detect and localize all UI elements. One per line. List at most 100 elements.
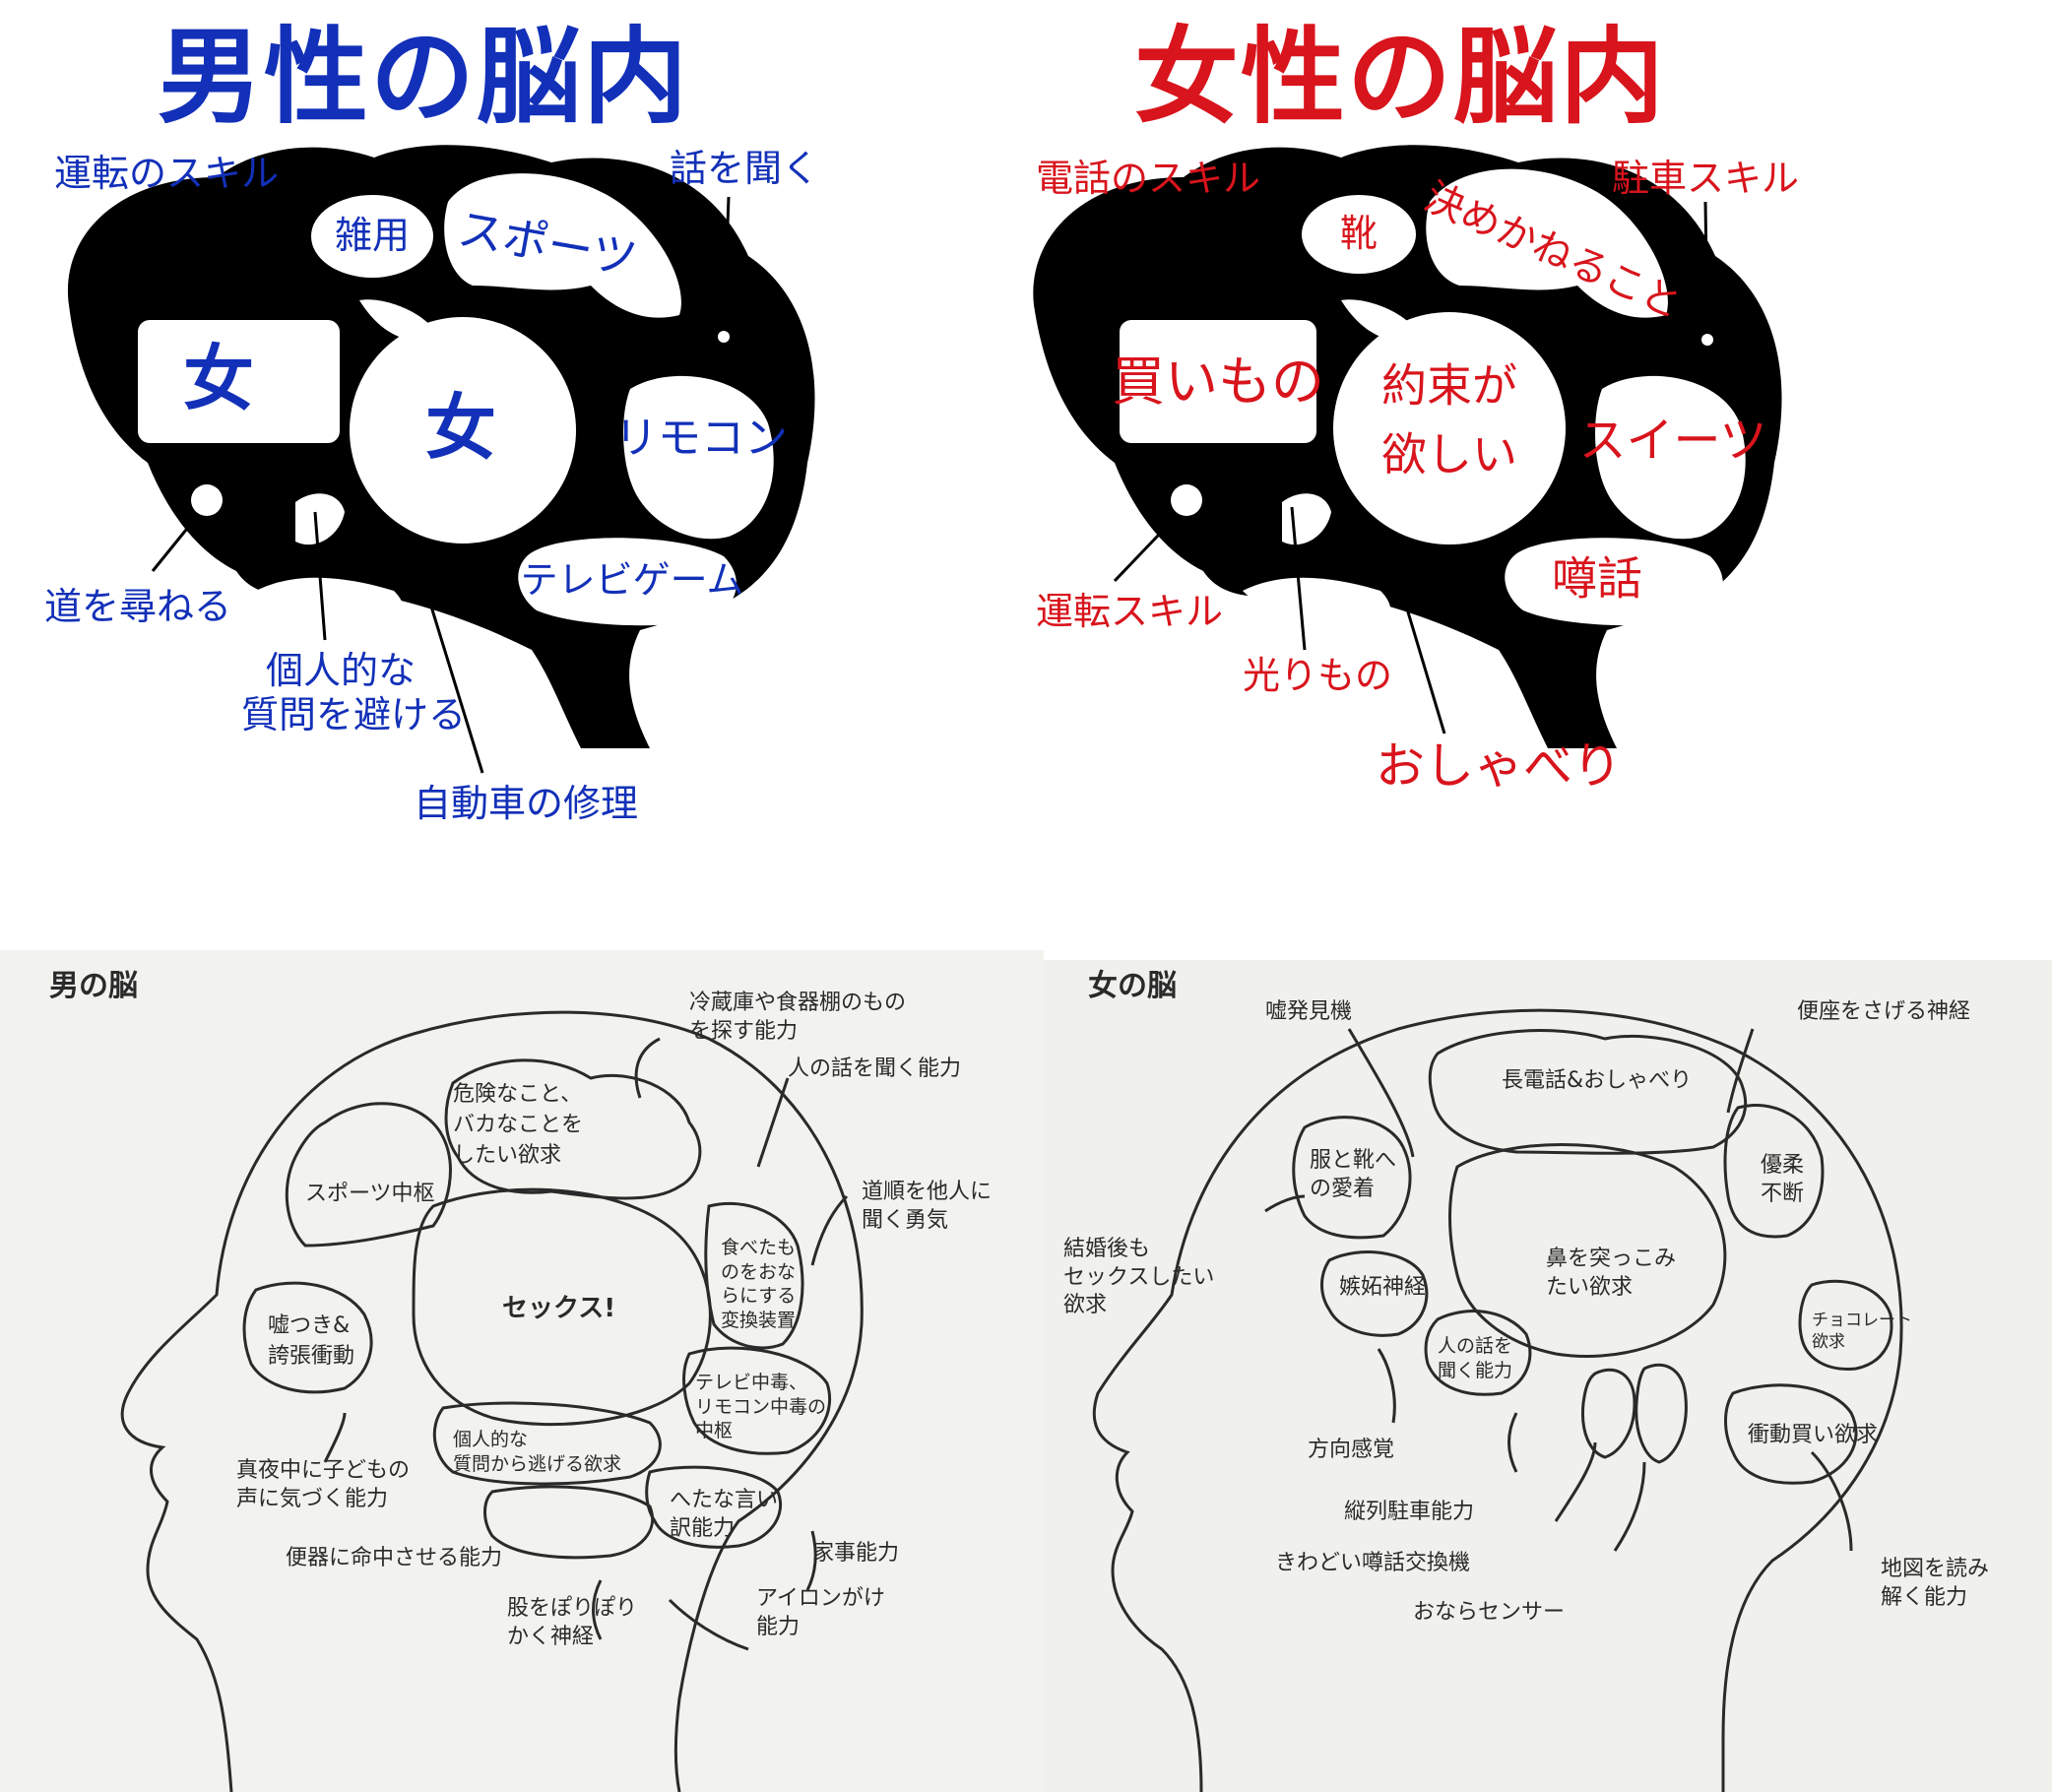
man-ironing-callout-line2: 能力	[756, 1614, 801, 1639]
female-brain-panel: 女性の脳内 買いもの 約束が 欲しい 靴 決めかねること スイーツ 噂話 電話の…	[1026, 0, 2052, 906]
man-excuses-label: へたな言い 訳能力	[670, 1487, 778, 1543]
female-parking-dot	[1701, 334, 1713, 346]
man-ask-way-callout: 道順を他人に 聞く勇気	[862, 1179, 992, 1235]
male-stem-region	[256, 577, 405, 635]
man-tv-label-line1: テレビ中毒、	[695, 1372, 808, 1393]
woman-jealousy-region	[1320, 1250, 1429, 1337]
male-listen-pointer	[722, 196, 731, 332]
woman-indecisive-label-line2: 不断	[1761, 1181, 1805, 1206]
male-remote-region	[623, 375, 774, 540]
woman-impulse-region	[1724, 1383, 1858, 1485]
man-night-arrow	[323, 1412, 347, 1463]
woman-seat-arrow	[1726, 1028, 1755, 1114]
woman-impulse-label: 衝動買い欲求	[1748, 1423, 1879, 1447]
man-lying-label-line2: 誇張衝動	[268, 1343, 355, 1369]
female-stem-region	[1243, 577, 1391, 635]
man-scratch-callout: 股をぽりぽり かく神経	[507, 1595, 637, 1651]
female-driving-callout: 運転スキル	[1036, 590, 1224, 633]
man-fridge-callout-line2: を探す能力	[689, 1018, 799, 1044]
man-lying-region	[242, 1281, 373, 1394]
male-chores-region	[311, 195, 433, 278]
female-parking-callout: 駐車スキル	[1612, 157, 1800, 200]
man-ask-way-callout-line2: 聞く勇気	[862, 1207, 949, 1233]
woman-long-call-label: 長電話&おしゃべり	[1502, 1068, 1693, 1093]
man-ask-way-arrow	[810, 1194, 849, 1266]
woman-listen-region	[1424, 1310, 1532, 1396]
male-driving-callout: 運転のスキル	[54, 152, 280, 195]
woman-gossip-callout: きわどい噂話交換機	[1275, 1551, 1471, 1575]
male-personal-pointer	[313, 511, 327, 641]
woman-parallel-arrow	[1507, 1412, 1518, 1473]
woman-indecisive-region	[1723, 1103, 1825, 1239]
female-gossip-region	[1505, 538, 1723, 626]
man-avoid-label: 個人的な 質問から逃げる欲求	[453, 1428, 621, 1476]
female-gossip-label: 噂話	[1552, 551, 1642, 606]
male-personal-callout-line1: 個人的な	[266, 649, 417, 692]
woman-meddle-region	[1448, 1143, 1727, 1358]
female-phone-callout: 電話のスキル	[1036, 157, 1261, 200]
man-danger-label-line2: バカなことを	[453, 1112, 584, 1137]
man-danger-region	[444, 1058, 702, 1200]
woman-sketch-illustration	[1092, 1008, 1903, 1792]
woman-married-arrow	[1264, 1194, 1306, 1213]
male-directions-pointer	[151, 513, 201, 572]
man-sports-region	[285, 1102, 452, 1248]
man-ask-way-callout-line1: 道順を他人に	[862, 1180, 993, 1204]
man-danger-label-line3: したい欲求	[453, 1142, 562, 1168]
female-indecision-region	[1426, 168, 1668, 318]
woman-clothes-label-line1: 服と靴へ	[1310, 1148, 1397, 1173]
woman-direction-arrow	[1377, 1348, 1396, 1424]
woman-married-callout-line2: セックスしたい	[1063, 1264, 1215, 1290]
man-avoid-label-line2: 質問から逃げる欲求	[453, 1452, 622, 1475]
man-scratch-arrow	[592, 1579, 603, 1640]
male-woman-box	[138, 320, 340, 443]
man-sports-label: スポーツ中枢	[305, 1182, 435, 1206]
woman-meddle-label-line1: 鼻を突っこみ	[1546, 1247, 1677, 1271]
man-night-callout-line2: 声に気づく能力	[236, 1486, 389, 1511]
man-fridge-callout-line1: 冷蔵庫や食器棚のもの	[689, 991, 907, 1015]
man-sketch-heading: 男の脳	[49, 969, 138, 1003]
man-avoid-region	[432, 1401, 662, 1486]
man-tv-label-line3: 中枢	[695, 1420, 734, 1442]
female-eye-region	[1171, 484, 1202, 516]
woman-indecisive-label: 優柔 不断	[1761, 1152, 1804, 1208]
male-brain-title: 男性の脳内	[158, 17, 689, 138]
woman-chocolate-region	[1798, 1279, 1893, 1371]
man-food-region	[704, 1201, 804, 1350]
female-chatter-callout: おしゃべり	[1376, 737, 1622, 795]
woman-listen-label: 人の話を 聞く能力	[1438, 1334, 1512, 1382]
male-videogame-region	[518, 538, 737, 626]
female-promise-circle	[1333, 312, 1566, 544]
woman-listen-label-line2: 聞く能力	[1438, 1359, 1513, 1381]
woman-chocolate-label-line1: チョコレート	[1812, 1311, 1912, 1330]
female-parking-pointer	[1703, 201, 1709, 335]
man-fridge-callout: 冷蔵庫や食器棚のもの を探す能力	[689, 990, 906, 1046]
woman-chocolate-label-line2: 欲求	[1812, 1332, 1845, 1353]
man-excuses-label-line2: 訳能力	[670, 1515, 736, 1541]
woman-jealousy-label: 嫉妬神経	[1339, 1275, 1427, 1300]
man-avoid-label-line1: 個人的な	[453, 1429, 529, 1450]
man-sex-region	[412, 1187, 712, 1427]
female-shoes-region	[1302, 195, 1416, 274]
woman-clothes-label-line2: の愛着	[1310, 1176, 1376, 1201]
male-listening-callout: 話を聞く	[670, 147, 820, 190]
male-brain-panel: 男性の脳内 女 女 雑用 スポーツ リモコン テレビゲーム 運転のスキル 話を聞…	[0, 0, 1026, 906]
woman-married-callout-line1: 結婚後も	[1063, 1237, 1151, 1261]
male-eye-region	[191, 484, 223, 516]
man-fridge-arrow	[634, 1037, 661, 1099]
male-remote-label: リモコン	[614, 413, 788, 464]
man-danger-label-line1: 危険なこと、	[453, 1082, 583, 1107]
man-sketch-illustration	[120, 1010, 864, 1792]
man-night-callout: 真夜中に子どもの 声に気づく能力	[236, 1457, 410, 1513]
woman-sketch-panel: 女の脳 長電話&おしゃべり 服と靴へ の愛着 嫉妬神経	[1044, 960, 2052, 1792]
woman-indecisive-label-line1: 優柔	[1761, 1153, 1805, 1178]
woman-listen-label-line1: 人の話を	[1438, 1335, 1513, 1357]
woman-meddle-label-line2: たい欲求	[1546, 1274, 1634, 1300]
female-phone-pointer	[1202, 195, 1268, 238]
man-sketch-panel: 男の脳 危険なこと、 バカなことを したい欲求 スポーツ中枢 セックス!	[0, 950, 1044, 1792]
woman-head-outline	[1092, 1008, 1903, 1792]
man-listen-callout: 人の話を聞く能力	[788, 1056, 962, 1081]
male-listen-dot	[718, 331, 730, 343]
man-food-label-line2: のをおな	[721, 1260, 797, 1283]
woman-meddle-label: 鼻を突っこみ たい欲求	[1546, 1246, 1676, 1302]
